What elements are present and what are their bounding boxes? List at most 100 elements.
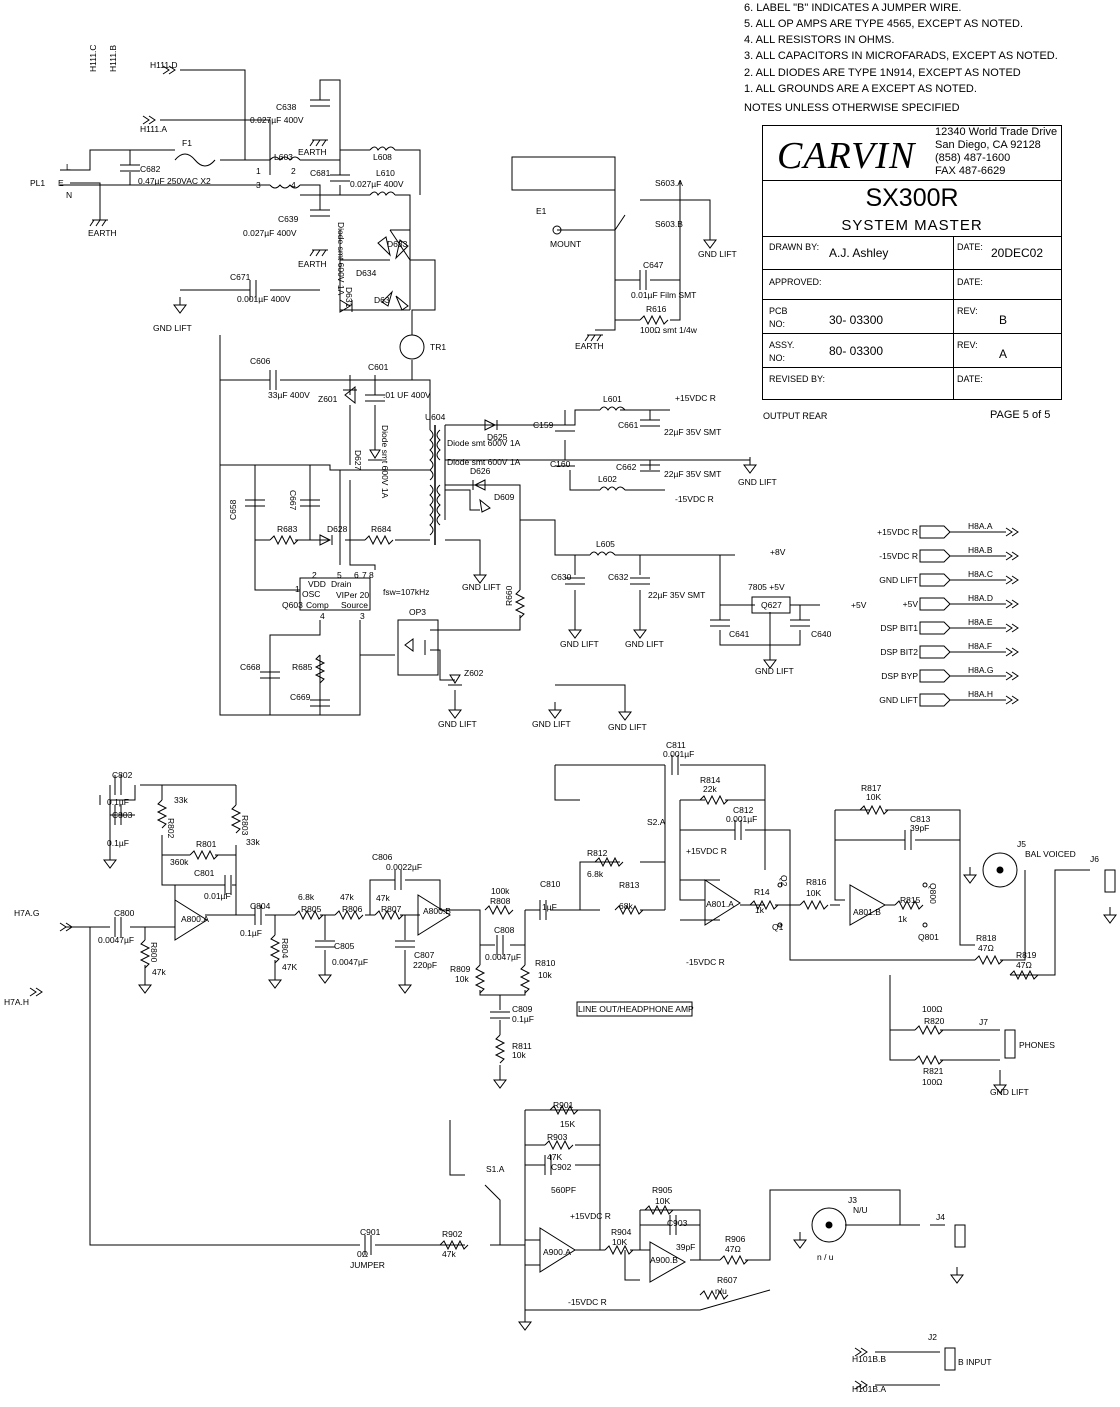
label-e: E xyxy=(58,178,64,188)
assy-label: ASSY. xyxy=(769,340,795,350)
drawn-by-label: DRAWN BY: xyxy=(769,242,820,252)
note-2: 2. ALL DIODES ARE TYPE 1N914, EXCEPT AS … xyxy=(744,67,1021,79)
label-r800v: 47k xyxy=(152,967,166,977)
label-gl11: GND LIFT xyxy=(990,1087,1029,1097)
label-r616: R616 xyxy=(646,304,667,314)
ref-label: H8A.D xyxy=(968,593,993,603)
label-r805v: 6.8k xyxy=(298,892,315,902)
label-c681: C681 xyxy=(310,168,331,178)
label-c813: C813 xyxy=(910,814,931,824)
label-r809v: 10k xyxy=(455,974,469,984)
label-c606: C606 xyxy=(250,356,271,366)
label-r14v: 1k xyxy=(755,905,765,915)
label-c640: C640 xyxy=(811,629,832,639)
label-c803: C803 xyxy=(112,810,133,820)
connector-arrow xyxy=(1005,527,1019,537)
label-r808v: 100k xyxy=(491,886,510,896)
label-balv: BAL VOICED xyxy=(1025,849,1076,859)
address-line: 12340 World Trade Drive xyxy=(935,126,1058,138)
revised-row: REVISED BY: DATE: xyxy=(763,367,1061,400)
label-r816: R816 xyxy=(806,877,827,887)
label-r809: R809 xyxy=(450,964,471,974)
label-r816v: 10K xyxy=(806,888,821,898)
ref-label: H8A.H xyxy=(968,689,993,699)
label-pn4: 4 xyxy=(320,611,325,621)
label-d633: D633 xyxy=(387,239,408,249)
note-1: 1. ALL GROUNDS ARE A EXCEPT AS NOTED. xyxy=(744,83,977,95)
label-diode3: Diode smt 600V 1A xyxy=(447,438,521,448)
label-binput: B INPUT xyxy=(958,1357,992,1367)
label-h111d: H111.D xyxy=(150,60,178,70)
label-c903: C903 xyxy=(667,1218,688,1228)
label-d634: D634 xyxy=(356,268,377,278)
label-c804v: 0.1µF xyxy=(240,928,262,938)
net-flag xyxy=(919,549,951,563)
label-c671v: 0.001µF 400V xyxy=(237,294,291,304)
label-r607v: n/u xyxy=(715,1286,727,1296)
label-r812: R812 xyxy=(587,848,608,858)
label-c671: C671 xyxy=(230,272,251,282)
pcb-rev: B xyxy=(999,313,1008,327)
label-c902: C902 xyxy=(551,1162,572,1172)
label-jumper: JUMPER xyxy=(350,1260,385,1270)
label-c805v: 0.0047µF xyxy=(332,957,368,967)
label-vdd: VDD xyxy=(308,579,326,589)
net-label: DSP BIT2 xyxy=(880,647,918,657)
label-mount: MOUNT xyxy=(550,239,581,249)
label-lineout: LINE OUT/HEADPHONE AMP xyxy=(578,1004,694,1014)
net-flag xyxy=(919,621,951,635)
label-c669: C669 xyxy=(290,692,311,702)
label-c808: C808 xyxy=(494,925,515,935)
label-q800: Q800 xyxy=(928,883,938,904)
ref-label: H8A.G xyxy=(968,665,994,675)
label-c800: C800 xyxy=(114,908,135,918)
assy-no-label: NO: xyxy=(769,353,786,363)
label-pn1: 1 xyxy=(295,584,300,594)
label-gl8: GND LIFT xyxy=(625,639,664,649)
label-c647v: 0.01µF Film SMT xyxy=(631,290,696,300)
rev-label: REV: xyxy=(957,306,978,316)
label-a801b: A801.B xyxy=(853,907,881,917)
label-r903v: 47K xyxy=(547,1152,562,1162)
assy-number: 80- 03300 xyxy=(829,344,884,358)
label-r818: R818 xyxy=(976,933,997,943)
label-r819v: 47Ω xyxy=(1016,960,1032,970)
label-c159: C159 xyxy=(533,420,554,430)
label-j7: J7 xyxy=(979,1017,988,1027)
label-z602: Z602 xyxy=(464,668,484,678)
label-earth3: EARTH xyxy=(298,259,327,269)
label-r802: R802 xyxy=(166,818,176,839)
label-r813: R813 xyxy=(619,880,640,890)
label-p3: 3 xyxy=(256,180,261,190)
net-flag xyxy=(919,573,951,587)
label-l608: L608 xyxy=(373,152,392,162)
label-c632: C632 xyxy=(608,572,629,582)
label-c606v: 33µF 400V xyxy=(268,390,310,400)
label-gl5: GND LIFT xyxy=(532,719,571,729)
label-r660: R660 xyxy=(504,585,514,606)
label-r905v: 10K xyxy=(655,1196,670,1206)
label-r802v: 33k xyxy=(174,795,188,805)
label-l603: L603 xyxy=(274,152,293,162)
label-m15: -15VDC R xyxy=(675,494,714,504)
label-h7ah: H7A.H xyxy=(4,997,29,1007)
label-comp: Comp xyxy=(306,600,329,610)
label-u604: U604 xyxy=(425,412,446,422)
label-a900b: A900.B xyxy=(650,1255,678,1265)
label-pn8: 8 xyxy=(369,570,374,580)
pcb-no-label: NO: xyxy=(769,319,786,329)
label-c658: C658 xyxy=(228,499,238,520)
label-m15b: -15VDC R xyxy=(686,957,725,967)
label-r815: R815 xyxy=(900,895,921,905)
label-c682: C682 xyxy=(140,164,161,174)
net-label: +5V xyxy=(903,599,919,609)
label-d609: D609 xyxy=(494,492,515,502)
label-j4: J4 xyxy=(936,1212,945,1222)
connector-arrow xyxy=(1005,623,1019,633)
drawn-by-value: A.J. Ashley xyxy=(829,246,889,260)
label-c641: C641 xyxy=(729,629,750,639)
model-name: SX300R xyxy=(865,184,959,212)
note-6: 6. LABEL "B" INDICATES A JUMPER WIRE. xyxy=(744,2,962,14)
label-s603b: S603.B xyxy=(655,219,683,229)
label-j3nu2: n / u xyxy=(817,1252,834,1262)
